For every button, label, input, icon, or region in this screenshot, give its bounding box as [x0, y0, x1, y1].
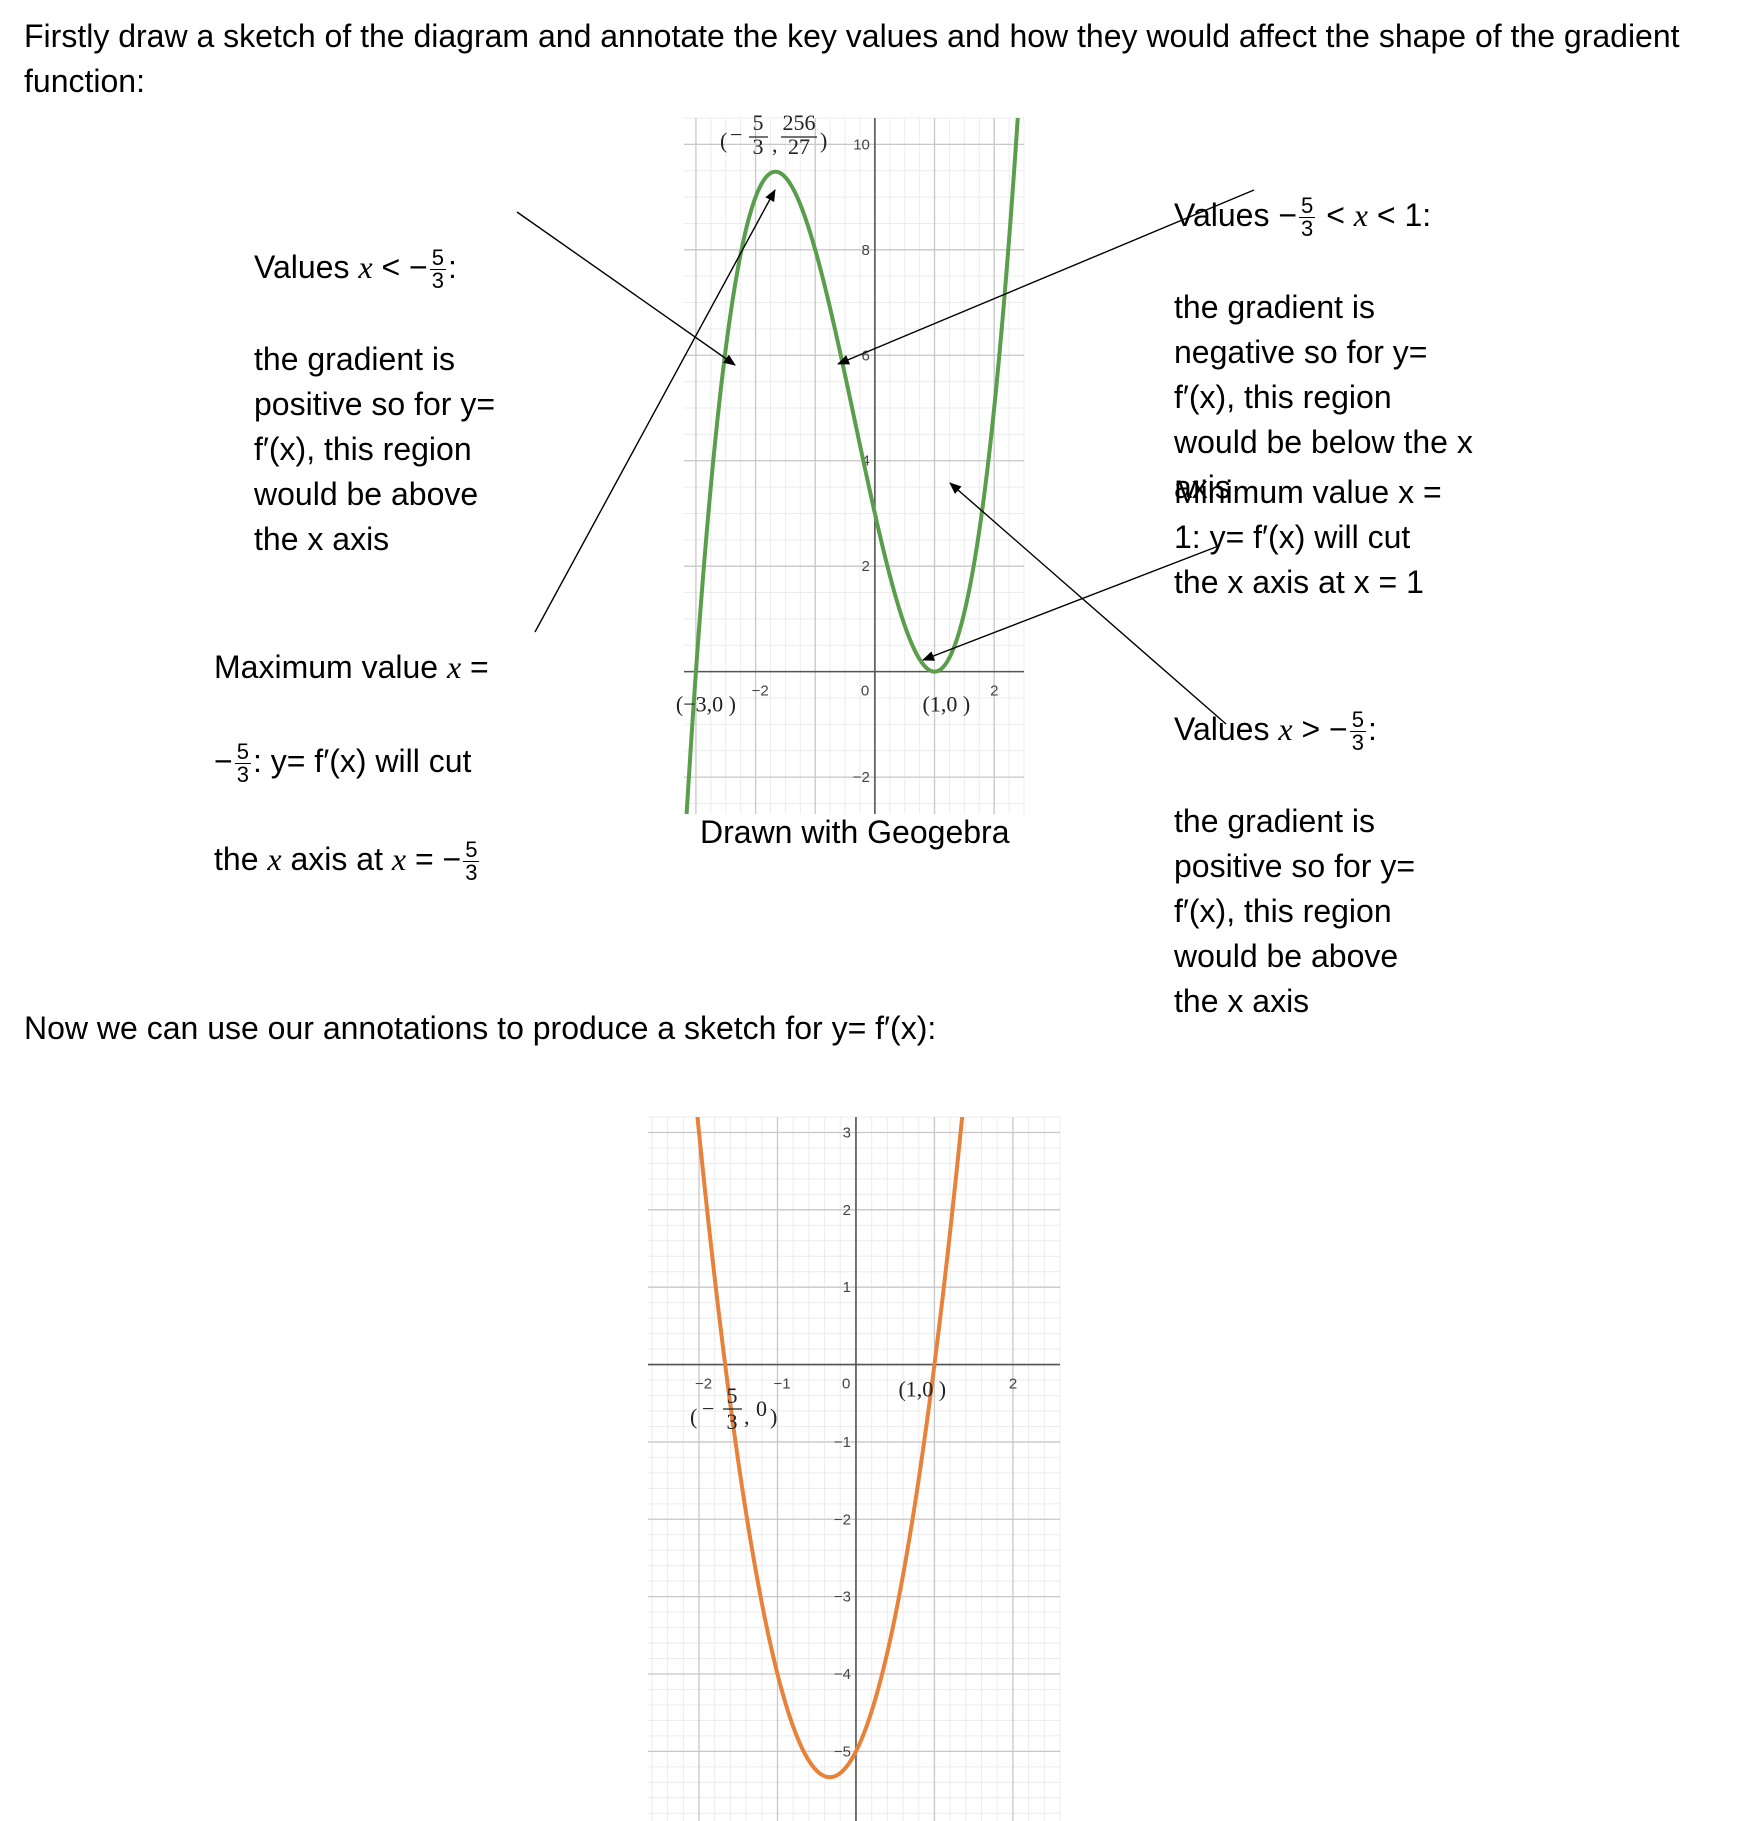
root-x-num: 5: [727, 1383, 738, 1408]
annotation-arrows: [516, 189, 1255, 725]
derivative-curve: [695, 1117, 965, 1780]
y-tick-label: −2: [834, 1511, 851, 1528]
y-tick-label: 10: [853, 136, 870, 153]
x-tick-label: 0: [842, 1376, 850, 1393]
derivative-axes: [648, 1117, 1060, 1821]
arrow-left-top: [516, 211, 736, 366]
minus-sign: −: [702, 1396, 714, 1421]
y-tick-label: −2: [853, 769, 870, 786]
root-x-den: 3: [727, 1409, 738, 1434]
geogebra-caption: Drawn with Geogebra: [700, 814, 1010, 850]
y-tick-label: −5: [834, 1743, 851, 1760]
comma: ,: [744, 1404, 750, 1429]
max-x-num: 5: [753, 110, 764, 135]
x-tick-label: −2: [695, 1376, 712, 1393]
y-tick-label: 2: [843, 1202, 851, 1219]
y-tick-label: −4: [834, 1666, 851, 1683]
x-tick-label: 0: [861, 683, 869, 700]
annotation-right-mid: Minimum value x = 1: y= f′(x) will cut t…: [1174, 474, 1442, 600]
arrow-right-bottom: [949, 482, 1227, 725]
x-tick-label: −2: [752, 683, 769, 700]
cubic-axes: [684, 118, 1024, 814]
x-tick-label: −1: [773, 1376, 790, 1393]
root-y: 0: [756, 1396, 767, 1421]
y-tick-label: 8: [862, 242, 870, 259]
paren-close: ): [770, 1404, 777, 1429]
y-tick-label: 6: [862, 347, 870, 364]
arrow-right-mid: [922, 546, 1217, 661]
point-label-neg3: (−3,0 ): [676, 692, 736, 717]
x-tick-label: 2: [990, 683, 998, 700]
annotation-left-top-body: the gradient is positive so for y= f′(x)…: [254, 341, 495, 558]
y-tick-label: −3: [834, 1589, 851, 1606]
cubic-tick-labels: −2 0 2 −2 2 4 6 8 10: [752, 136, 999, 786]
max-x-den: 3: [753, 134, 764, 159]
arrow-left-bottom: [534, 189, 776, 633]
y-tick-label: 3: [843, 1124, 851, 1141]
y-tick-label: −1: [834, 1434, 851, 1451]
y-tick-label: 4: [862, 453, 870, 470]
max-y-den: 27: [788, 134, 810, 159]
minus-sign: −: [730, 122, 742, 147]
max-y-num: 256: [783, 110, 816, 135]
y-tick-label: 1: [843, 1279, 851, 1296]
point-label-1: (1,0 ): [923, 692, 971, 717]
point-label-1: (1,0 ): [898, 1377, 946, 1402]
intro-text: Firstly draw a sketch of the diagram and…: [24, 18, 1680, 99]
paren-open: (: [720, 128, 727, 153]
x-tick-label: 2: [1009, 1376, 1017, 1393]
paren-close: ): [820, 128, 827, 153]
paren-open: (: [690, 1404, 697, 1429]
arrow-right-top: [837, 189, 1255, 365]
now-text: Now we can use our annotations to produc…: [24, 1010, 937, 1046]
comma: ,: [772, 132, 778, 157]
y-tick-label: 2: [862, 558, 870, 575]
derivative-point-labels: (1,0 )(−53,0): [690, 1377, 946, 1434]
